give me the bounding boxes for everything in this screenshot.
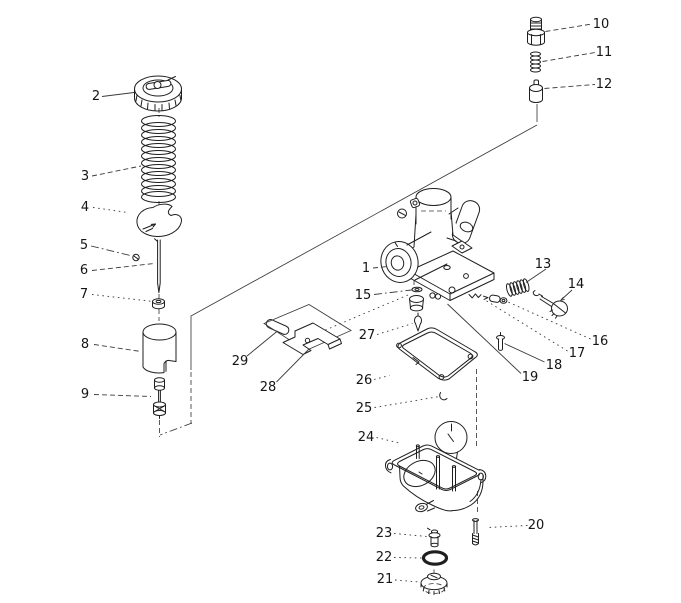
callout-13-label: 13	[535, 257, 552, 272]
callout-12-label: 12	[596, 77, 613, 92]
leader-11	[542, 52, 596, 62]
part-2-carb-cap	[134, 75, 182, 112]
leader-4	[92, 207, 129, 213]
callout-1-label: 1	[362, 261, 370, 276]
callout-10-label: 10	[593, 17, 610, 32]
leader-1	[372, 266, 389, 269]
part-19-clip-rings	[429, 292, 442, 300]
callout-18-label: 18	[546, 358, 563, 373]
callout-5-label: 5	[80, 238, 88, 253]
callouts: 1 2 3 4 5 6 7 8 9 10 11 12 13 14 15 16 1…	[80, 17, 612, 587]
leader-26	[373, 375, 390, 380]
leader-22	[393, 557, 422, 559]
part-3-slide-spring	[141, 115, 176, 203]
part-28-bracket	[263, 304, 352, 355]
part-15-seat-washer	[409, 286, 424, 312]
part-21-drain-plug	[420, 569, 448, 595]
callout-23-label: 23	[376, 526, 393, 541]
callout-3-label: 3	[81, 169, 89, 184]
leader-18	[504, 343, 545, 363]
callout-7-label: 7	[80, 287, 88, 302]
leader-6	[91, 263, 155, 271]
part-6-needle-rod	[154, 238, 161, 293]
float-bowl	[384, 444, 487, 513]
leader-5	[90, 245, 133, 257]
part-27-float-needle	[414, 312, 422, 332]
callout-19-label: 19	[522, 370, 539, 385]
callout-11-label: 11	[596, 45, 613, 60]
part-23-main-jet	[427, 527, 441, 548]
leader-13	[525, 268, 547, 283]
callout-9-label: 9	[81, 387, 89, 402]
callout-24-label: 24	[358, 430, 375, 445]
leader-10	[545, 23, 593, 32]
leader-8	[93, 344, 142, 352]
leader-2	[101, 92, 135, 97]
leader-24	[376, 437, 400, 444]
part-9-jet-needle	[153, 377, 166, 419]
callout-29-label: 29	[232, 354, 249, 369]
callout-15-label: 15	[355, 288, 372, 303]
leader-27	[376, 323, 413, 335]
callout-6-label: 6	[80, 263, 88, 278]
leader-25	[374, 396, 440, 408]
callout-28-label: 28	[260, 380, 277, 395]
part-26-bowl-gasket	[396, 327, 478, 381]
part-17-cable-wire-end	[468, 293, 489, 300]
part-25-clip	[439, 392, 448, 401]
callout-20-label: 20	[528, 518, 545, 533]
leader-28	[276, 348, 310, 383]
leader-3	[91, 165, 142, 177]
part-12-adjuster-cap	[529, 79, 543, 103]
callout-22-label: 22	[376, 550, 393, 565]
callout-14-label: 14	[568, 277, 585, 292]
leader-21	[394, 579, 420, 583]
part-18-small-screw	[496, 332, 505, 351]
part-13-idle-screw-spring	[506, 278, 530, 297]
part-1-carburetor-body	[380, 188, 495, 301]
callout-16-label: 16	[592, 334, 609, 349]
callout-26-label: 26	[356, 373, 373, 388]
part-22-o-ring	[421, 550, 449, 566]
part-11-adjuster-spring	[530, 51, 541, 73]
part-16-cable-barrel	[489, 294, 508, 304]
part-7-nut	[152, 298, 165, 310]
callout-25-label: 25	[356, 401, 373, 416]
leader-20	[486, 525, 528, 528]
callout-21-label: 21	[377, 572, 394, 587]
leader-lines	[90, 23, 596, 583]
leader-9	[93, 394, 152, 397]
callout-2-label: 2	[92, 89, 100, 104]
leader-15	[373, 289, 412, 295]
leader-29	[246, 330, 278, 357]
construction-lines	[158, 104, 538, 513]
part-14-idle-screw	[532, 290, 568, 319]
part-20-bowl-screw	[472, 518, 479, 546]
callout-17-label: 17	[569, 346, 586, 361]
part-8-throttle-slide	[142, 323, 177, 374]
leader-19	[447, 303, 522, 374]
callout-27-label: 27	[359, 328, 376, 343]
part-4-throttle-plate	[136, 203, 182, 238]
leader-17	[484, 299, 568, 352]
leader-23	[393, 533, 428, 537]
callout-4-label: 4	[81, 200, 89, 215]
leader-16	[506, 301, 591, 340]
part-10-cable-adjuster	[527, 16, 545, 46]
leader-14	[560, 289, 573, 301]
leader-7	[91, 294, 154, 302]
callout-8-label: 8	[81, 337, 89, 352]
leader-12	[544, 84, 596, 89]
part-5-screw	[132, 253, 140, 262]
